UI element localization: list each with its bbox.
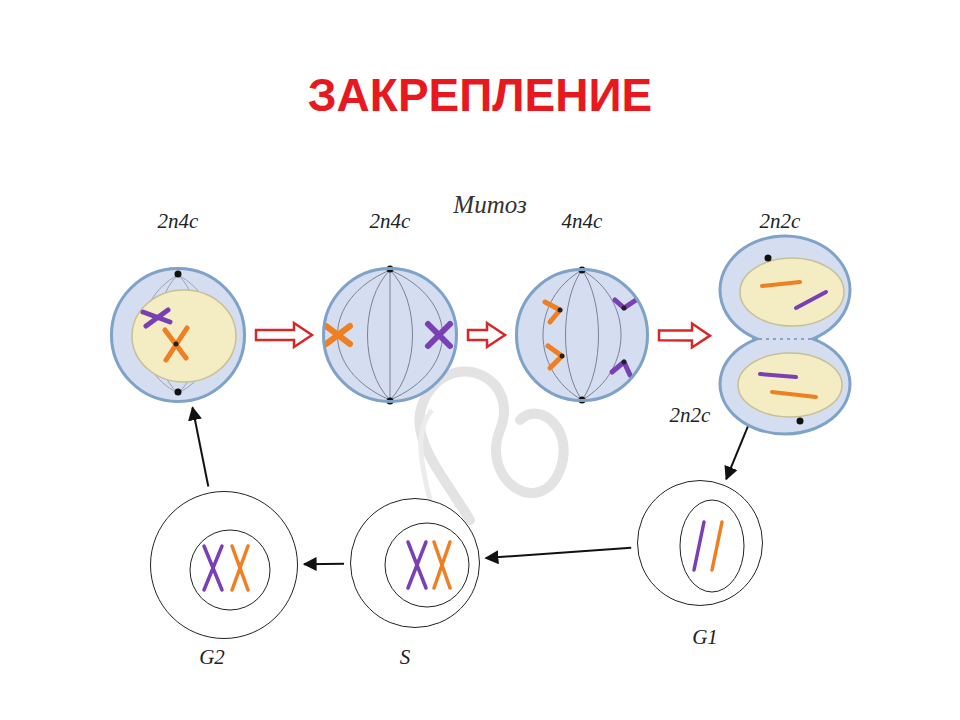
mitosis-cell: 2n4c: [110, 267, 246, 403]
dividing-cell-membrane: [720, 236, 850, 434]
chromosome-formula: 4n4c: [562, 210, 603, 233]
cycle-arrow: [726, 425, 748, 479]
block-arrow: [256, 323, 312, 347]
cell-outline: [150, 491, 298, 639]
cell-outline: [322, 267, 458, 403]
mitosis-cell: 2n4c: [322, 267, 458, 403]
cell-outline: [720, 238, 850, 434]
block-arrow: [468, 323, 505, 347]
cell-outline: [350, 498, 480, 628]
phase-name: S: [400, 646, 411, 669]
interphase-cell: G2: [150, 491, 298, 639]
block-arrow: [659, 324, 710, 348]
cell-outline: [637, 480, 763, 606]
cell-outline: [515, 268, 649, 402]
cell-membrane: [351, 499, 480, 628]
cell-membrane: [517, 270, 648, 401]
mitosis-cell: 4n4c: [515, 268, 649, 402]
chromosome-formula: 2n4c: [158, 210, 199, 233]
cell-membrane: [151, 492, 298, 639]
cell-membrane: [112, 269, 245, 402]
cycle-arrow: [486, 548, 631, 558]
interphase-cell: G1: [637, 480, 763, 606]
chromosome-formula: 2n2c: [760, 210, 801, 233]
slide-title: ЗАКРЕПЛЕНИЕ: [308, 70, 652, 121]
cycle-arrow: [193, 408, 209, 487]
interphase-cell: S: [350, 498, 480, 628]
chromosome-formula: 2n4c: [370, 210, 411, 233]
cycle-arrow: [304, 563, 344, 565]
diagram-heading: Митоз: [453, 191, 526, 219]
phase-name: G1: [692, 626, 718, 649]
chromosome-formula: 2n2c: [670, 404, 711, 427]
cell-membrane: [324, 269, 457, 402]
phase-name: G2: [199, 646, 225, 669]
mitosis-cell: 2n2c2n2c: [720, 238, 850, 434]
cell-outline: [110, 267, 246, 403]
cell-membrane: [638, 481, 763, 606]
